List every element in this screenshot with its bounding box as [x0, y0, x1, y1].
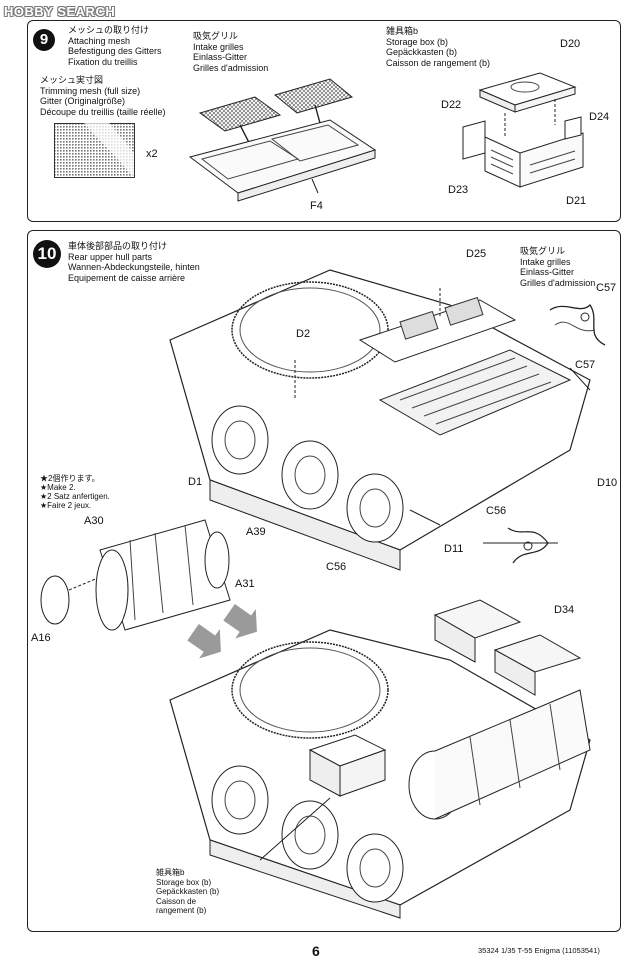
part-c56a-label: C56 [486, 505, 507, 517]
make2-note: ★2個作ります。 ★Make 2. ★2 Satz anfertigen. ★F… [40, 474, 110, 510]
grille-assembly-figure [188, 78, 377, 202]
step10-number: 10 [33, 240, 61, 268]
make2-fr: ★Faire 2 jeux. [40, 501, 92, 510]
step10-title: 車体後部部品の取り付け Rear upper hull parts Wannen… [68, 241, 200, 283]
make2-ja: ★2個作ります。 [40, 474, 100, 483]
grille2-caption-fr: Grilles d'admission [520, 277, 596, 288]
box2-caption-de: Gepäckkasten (b) [156, 887, 220, 896]
step10-title-fr: Equipement de caisse arrière [68, 272, 186, 283]
step9-panel [27, 20, 621, 222]
c56-detail-figure [483, 527, 558, 564]
box-caption-de: Gepäckkasten (b) [386, 47, 458, 57]
step9-title-ja: メッシュの取り付け [68, 25, 150, 35]
watermark-logo: HOBBY SEARCH [4, 4, 116, 19]
grille-caption-en: Intake grilles [193, 41, 244, 52]
part-d21-label: D21 [566, 195, 587, 207]
grille-caption-fr: Grilles d'admission [193, 62, 269, 73]
box2-caption-fr2: rangement (b) [156, 906, 207, 915]
step9-number: 9 [33, 29, 55, 51]
direction-arrows [187, 604, 257, 659]
part-d11-label: D11 [444, 543, 464, 555]
step9-grille-caption: 吸気グリル Intake grilles Einlass-Gitter Gril… [193, 31, 268, 73]
grille2-caption-ja: 吸気グリル [520, 246, 566, 256]
trimming-mesh-figure [54, 123, 135, 178]
mesh-quantity: x2 [146, 148, 158, 160]
trim-caption-fr: Découpe du treillis (taille réelle) [40, 106, 166, 117]
part-d10-label: D10 [597, 477, 618, 489]
part-d1-label: D1 [188, 476, 203, 488]
step10-box-caption: 雑具箱b Storage box (b) Gepäckkasten (b) Ca… [156, 868, 219, 916]
part-c56b-label: C56 [326, 561, 347, 573]
part-d34-label: D34 [554, 604, 575, 616]
box2-caption-ja: 雑具箱b [156, 868, 185, 877]
part-d24-label: D24 [589, 111, 610, 123]
part-d20-label: D20 [560, 38, 581, 50]
step9-title-en: Attaching mesh [68, 35, 131, 46]
part-d22-label: D22 [441, 99, 462, 111]
trim-caption-en: Trimming mesh (full size) [40, 85, 141, 96]
part-d23-label: D23 [448, 184, 469, 196]
grille2-caption-en: Intake grilles [520, 256, 571, 267]
box-caption-fr: Caisson de rangement (b) [386, 57, 491, 68]
box2-caption-en: Storage box (b) [156, 877, 212, 887]
step9-title-fr: Fixation du treillis [68, 56, 138, 67]
part-d2-label: D2 [296, 328, 311, 340]
step9-title-de: Befestigung des Gitters [68, 46, 162, 56]
part-a31-label: A31 [235, 578, 255, 590]
grille2-caption-de: Einlass-Gitter [520, 267, 575, 277]
step10-grille-caption: 吸気グリル Intake grilles Einlass-Gitter Gril… [520, 246, 595, 288]
box-caption-ja: 雑具箱b [386, 26, 419, 36]
step9-title: メッシュの取り付け Attaching mesh Befestigung des… [68, 25, 162, 67]
part-c57b-label: C57 [575, 359, 596, 371]
make2-de: ★2 Satz anfertigen. [40, 492, 110, 501]
step9-trim-caption: メッシュ実寸図 Trimming mesh (full size) Gitter… [40, 75, 166, 117]
grille-caption-ja: 吸気グリル [193, 31, 239, 41]
storage-box-figure [462, 72, 584, 188]
assembled-hull-figure [169, 599, 591, 919]
trim-caption-ja: メッシュ実寸図 [40, 75, 104, 85]
box-caption-en: Storage box (b) [386, 36, 449, 47]
part-c57a-label: C57 [596, 282, 617, 294]
part-f4-label: F4 [310, 200, 323, 212]
part-a39-label: A39 [246, 526, 266, 538]
step10-title-ja: 車体後部部品の取り付け [68, 241, 168, 251]
product-code: 35324 1/35 T-55 Enigma (11053541) [478, 946, 600, 955]
step10-title-en: Rear upper hull parts [68, 251, 153, 262]
page-number: 6 [312, 943, 320, 959]
part-a16-label: A16 [31, 632, 51, 644]
part-d25-label: D25 [466, 248, 487, 260]
step10-title-de: Wannen-Abdeckungsteile, hinten [68, 262, 200, 272]
upper-hull-figure [169, 269, 591, 571]
trim-caption-de: Gitter (Originalgröße) [40, 96, 126, 106]
part-a30-label: A30 [84, 515, 104, 527]
fuel-drum-figure [40, 519, 231, 631]
box2-caption-fr1: Caisson de [156, 896, 197, 906]
c57-detail-figure [549, 303, 606, 346]
grille-caption-de: Einlass-Gitter [193, 52, 248, 62]
make2-en: ★Make 2. [40, 483, 76, 492]
step9-box-caption: 雑具箱b Storage box (b) Gepäckkasten (b) Ca… [386, 26, 490, 68]
